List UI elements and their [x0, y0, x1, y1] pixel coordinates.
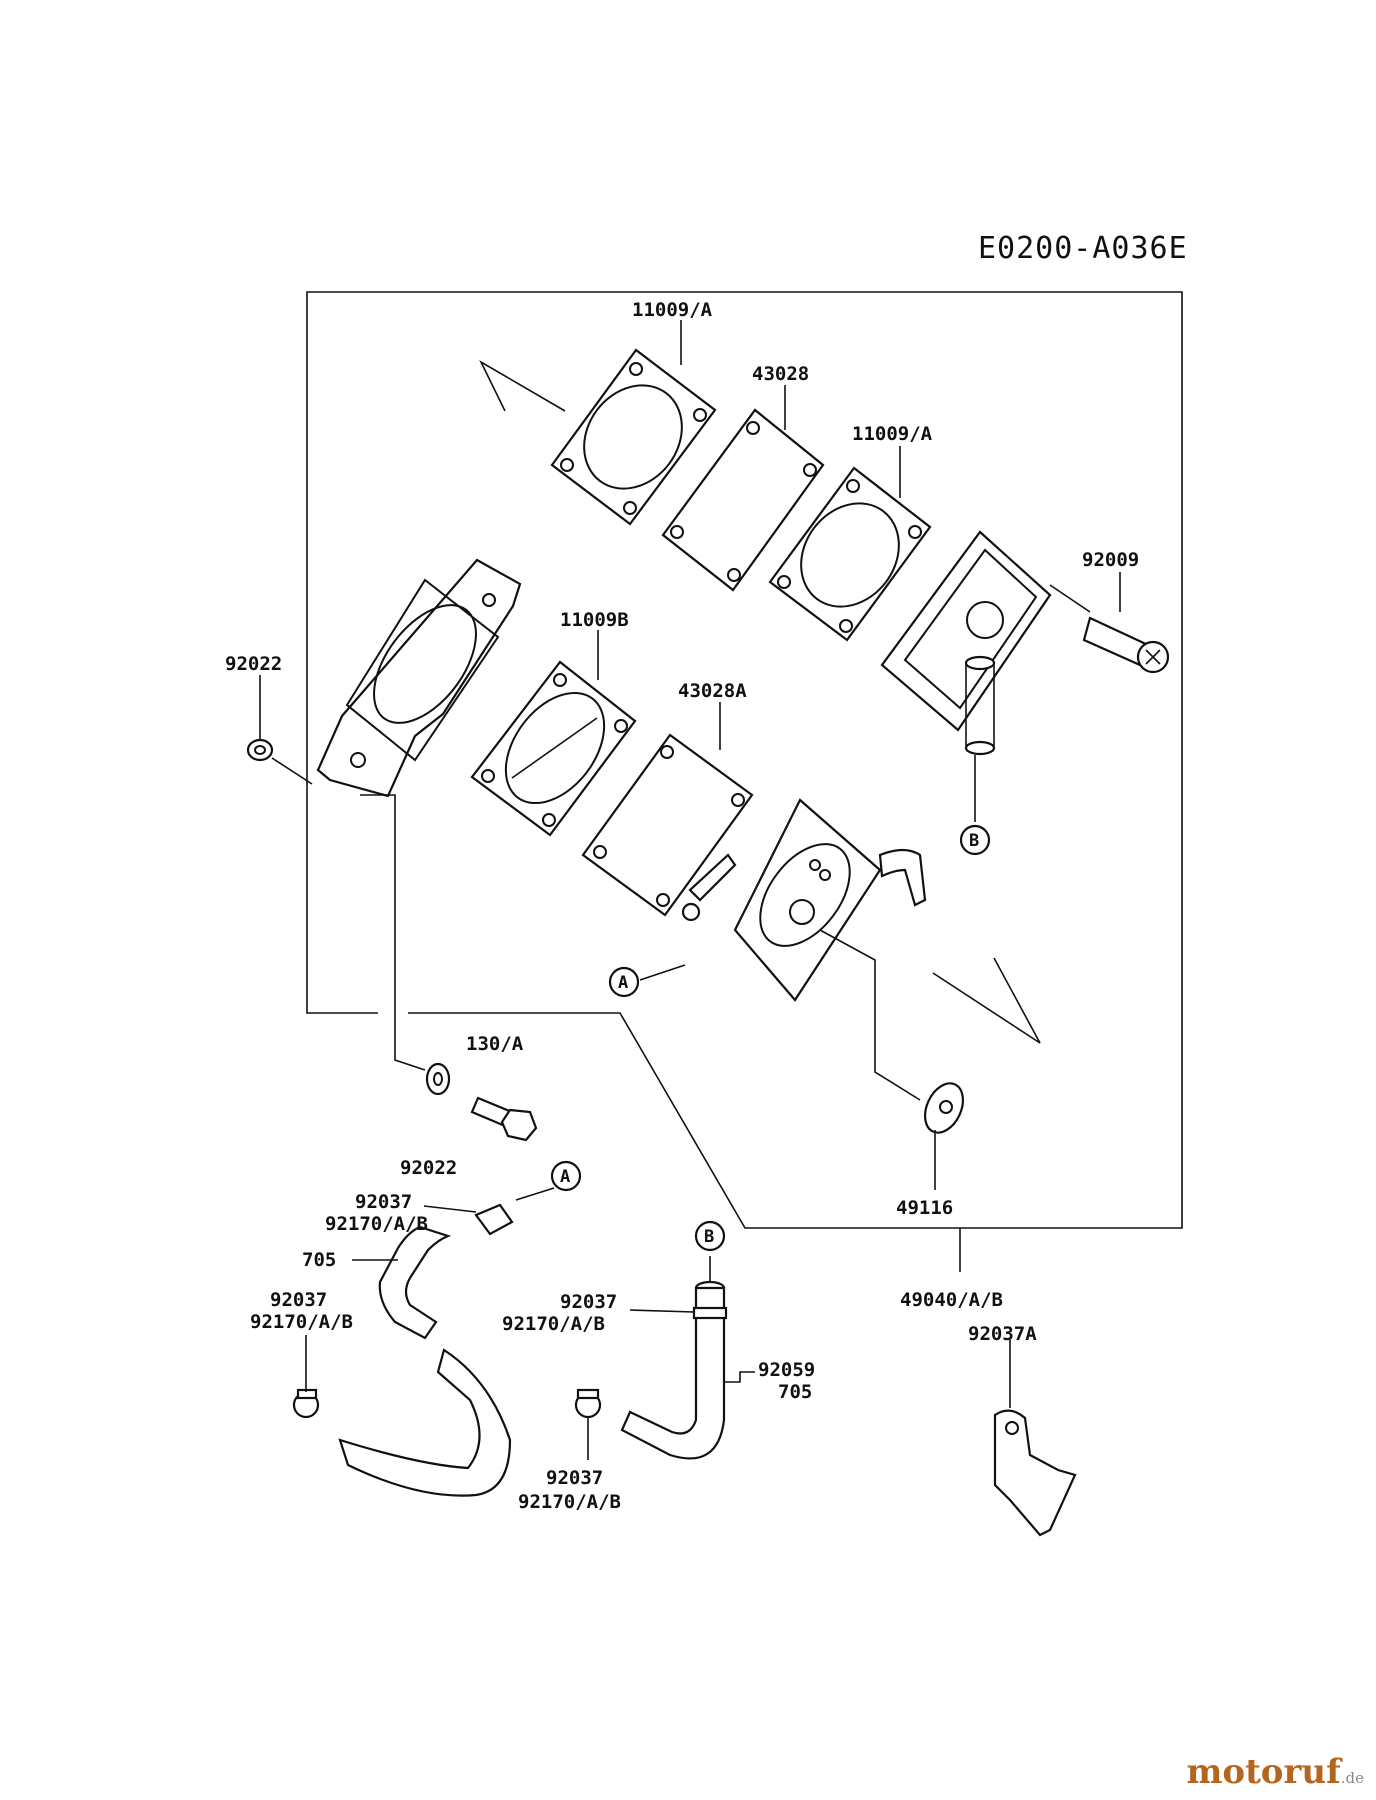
svg-text:A: A	[618, 973, 628, 993]
gasket-11009a-top	[550, 348, 717, 526]
label-92037-1: 92037	[355, 1191, 412, 1213]
label-92170-4: 92170/A/B	[518, 1491, 621, 1513]
label-49040: 49040/A/B	[900, 1289, 1003, 1311]
label-130a: 130/A	[466, 1033, 524, 1055]
washer-92022-left	[246, 738, 274, 762]
watermark-logo: motoruf.de	[1186, 1752, 1364, 1792]
direction-arrow-top	[479, 359, 566, 412]
svg-text:B: B	[704, 1227, 714, 1247]
gasket-11009a-mid	[768, 466, 932, 642]
hose-92059	[620, 1280, 728, 1460]
pump-body-left	[316, 558, 522, 798]
label-43028: 43028	[752, 363, 809, 385]
svg-text:A: A	[560, 1167, 570, 1187]
connector-b-upper: B	[959, 824, 991, 856]
label-11009b: 11009B	[560, 609, 629, 631]
watermark-tld: .de	[1340, 1769, 1364, 1787]
screw-92009	[1082, 616, 1170, 674]
label-11009a-mid: 11009/A	[852, 423, 933, 445]
pump-cover-bottom	[681, 798, 927, 1002]
pump-cover-top	[880, 530, 1052, 756]
plate-43028a	[581, 733, 754, 917]
bolt-130a	[470, 1096, 538, 1142]
direction-arrow-bottom	[932, 957, 1041, 1044]
label-92037a: 92037A	[968, 1323, 1037, 1345]
bracket-92037a	[993, 1409, 1077, 1537]
label-92037-3: 92037	[560, 1291, 617, 1313]
connector-b-lower: B	[694, 1220, 726, 1252]
gasket-11009b	[470, 660, 637, 837]
label-92022-left: 92022	[225, 653, 282, 675]
clip-92037-left	[292, 1388, 320, 1419]
diagram-code: E0200-A036E	[978, 231, 1188, 266]
label-92059: 92059	[758, 1359, 815, 1381]
label-92170-3: 92170/A/B	[502, 1313, 605, 1335]
label-705-2: 705	[778, 1381, 812, 1403]
label-92170-2: 92170/A/B	[250, 1311, 353, 1333]
label-92037-2: 92037	[270, 1289, 327, 1311]
label-92009: 92009	[1082, 549, 1139, 571]
label-92170-1: 92170/A/B	[325, 1213, 428, 1235]
hose-705-left	[338, 1203, 514, 1497]
connector-a-upper: A	[608, 966, 640, 998]
svg-text:B: B	[969, 831, 979, 851]
watermark-brand: motoruf	[1186, 1752, 1341, 1792]
clip-92037-mid	[574, 1388, 602, 1419]
label-705-1: 705	[302, 1249, 336, 1271]
label-49116: 49116	[896, 1197, 953, 1219]
label-92037-4: 92037	[546, 1467, 603, 1489]
leader-lines	[259, 320, 1121, 1460]
plate-43028	[661, 408, 825, 592]
assembly-frame	[306, 291, 1183, 1229]
label-11009a-top: 11009/A	[632, 299, 713, 321]
disc-49116	[923, 1082, 965, 1134]
label-92022-bottom: 92022	[400, 1157, 457, 1179]
label-43028a: 43028A	[678, 680, 747, 702]
washer-92022-bottom	[425, 1062, 451, 1096]
connector-a-lower: A	[550, 1160, 582, 1192]
